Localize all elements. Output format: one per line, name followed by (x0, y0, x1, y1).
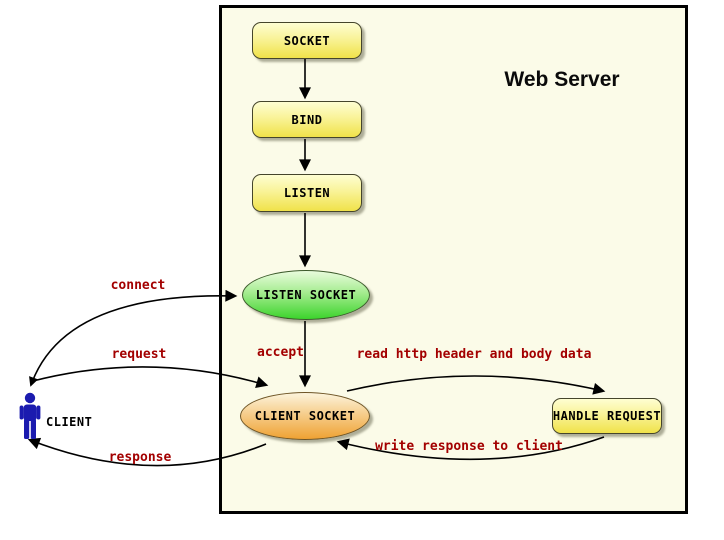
node-socket: SOCKET (252, 22, 362, 59)
diagram-title: Web Server (504, 68, 620, 91)
node-listen-socket: LISTEN SOCKET (242, 270, 370, 320)
edge-label-read-http: read http header and body data (356, 347, 592, 362)
node-handle-request-label: HANDLE REQUEST (552, 409, 662, 423)
node-handle-request: HANDLE REQUEST (552, 398, 662, 434)
node-client-socket: CLIENT SOCKET (240, 392, 370, 440)
node-listen-socket-label: LISTEN SOCKET (255, 288, 357, 302)
node-client-socket-label: CLIENT SOCKET (254, 409, 356, 423)
edge-label-write-response: write response to client (375, 439, 563, 454)
node-bind-label: BIND (291, 112, 323, 127)
node-listen: LISTEN (252, 174, 362, 212)
client-person-icon (19, 392, 41, 439)
node-listen-label: LISTEN (283, 186, 331, 200)
client-label: CLIENT (46, 415, 93, 429)
node-bind: BIND (252, 101, 362, 138)
edge-label-response: response (108, 450, 172, 465)
node-socket-label: SOCKET (283, 33, 331, 48)
edge-label-connect: connect (110, 278, 166, 293)
edge-label-request: request (111, 347, 167, 362)
connect-arrow (29, 289, 238, 387)
edge-label-accept: accept (257, 345, 304, 360)
